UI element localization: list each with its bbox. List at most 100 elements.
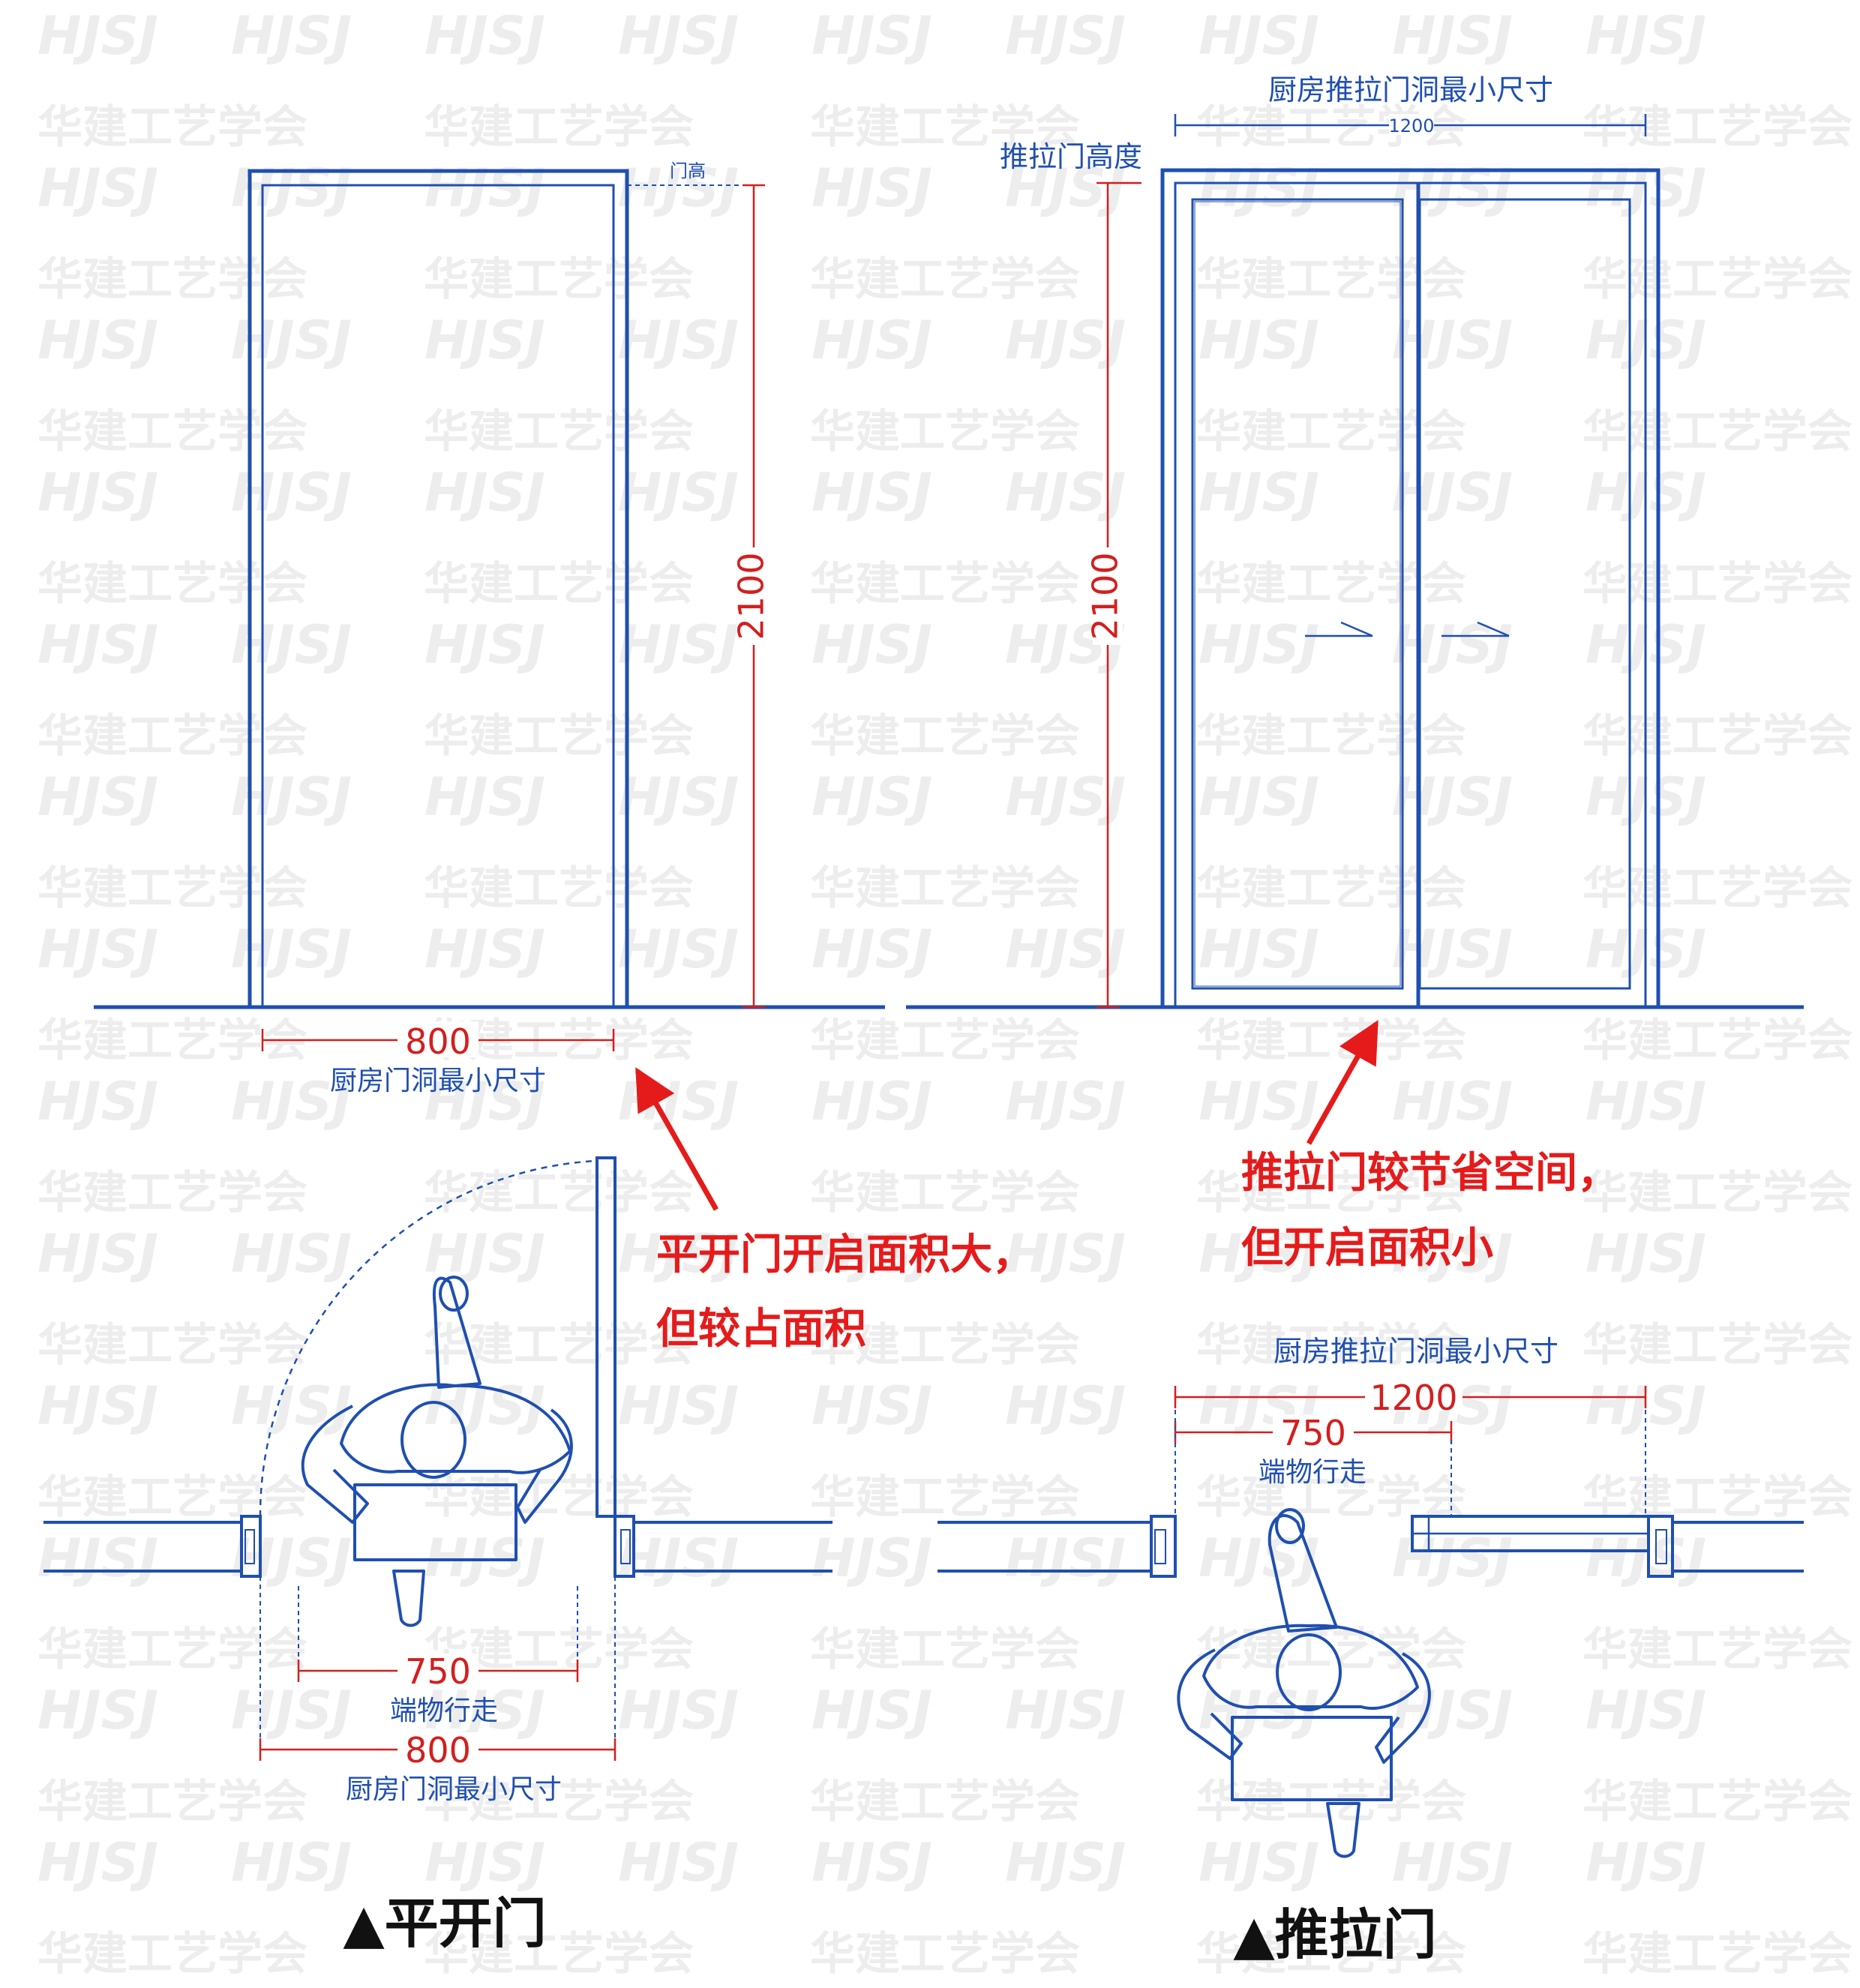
watermark-text: 华建工艺学会: [1196, 1319, 1466, 1372]
watermark-text: 华建工艺学会: [1582, 1776, 1852, 1828]
swing-walk-dim: 750: [405, 1651, 471, 1692]
watermark-text: HJSJ: [38, 614, 158, 676]
watermark-text: HJSJ: [1005, 1680, 1126, 1741]
watermark-text: 华建工艺学会: [424, 253, 694, 306]
watermark-text: HJSJ: [231, 1528, 352, 1589]
person-shoulders: [340, 1383, 572, 1474]
watermark-text: 华建工艺学会: [424, 406, 694, 458]
sliding-top-caption: 厨房推拉门洞最小尺寸: [1268, 73, 1553, 106]
watermark-text: HJSJ: [1005, 1832, 1126, 1894]
watermark-text: HJSJ: [1005, 5, 1126, 67]
door-jamb-inner: [620, 1529, 631, 1564]
watermark-text: HJSJ: [38, 1528, 158, 1589]
watermark-text: HJSJ: [1586, 1680, 1706, 1741]
watermark-text: HJSJ: [38, 157, 158, 219]
watermark-text: HJSJ: [1198, 1071, 1319, 1132]
person-shoulders: [1202, 1624, 1419, 1710]
watermark-text: HJSJ: [618, 614, 739, 676]
watermark-text: HJSJ: [1198, 1223, 1319, 1285]
watermark-text: 华建工艺学会: [38, 1624, 308, 1676]
watermark-text: HJSJ: [618, 919, 739, 980]
swing-width-dim: 800: [405, 1021, 471, 1062]
left-sliding-panel: [1191, 198, 1404, 990]
watermark-text: HJSJ: [618, 1528, 739, 1589]
watermark-text: 华建工艺学会: [1582, 101, 1852, 154]
watermark-text: HJSJ: [1392, 1528, 1513, 1589]
watermark-text: HJSJ: [424, 1071, 545, 1132]
watermark-text: HJSJ: [424, 157, 545, 219]
watermark-text: HJSJ: [1392, 310, 1513, 371]
watermark-text: HJSJ: [618, 157, 739, 219]
sliding-top-dim: 1200: [1388, 115, 1434, 136]
sliding-handle-mark: [1477, 621, 1510, 637]
watermark-text: 华建工艺学会: [38, 406, 308, 458]
watermark-text: 华建工艺学会: [810, 101, 1080, 154]
watermark-text: 华建工艺学会: [38, 862, 308, 915]
watermark-text: HJSJ: [1198, 919, 1319, 980]
person-arm-left: [1177, 1648, 1243, 1760]
sliding-height-dim: 2100: [1085, 552, 1126, 640]
door-jamb-inner: [244, 1529, 255, 1564]
watermark-text: HJSJ: [424, 310, 545, 371]
watermark-text: 华建工艺学会: [810, 1471, 1080, 1524]
watermark-text: HJSJ: [231, 1223, 352, 1285]
sliding-plan-caption: 厨房推拉门洞最小尺寸: [1274, 1335, 1558, 1368]
watermark-text: HJSJ: [231, 1680, 352, 1741]
sliding-walk-dim: 750: [1280, 1413, 1346, 1453]
watermark-text: 华建工艺学会: [810, 1319, 1080, 1372]
watermark-text: HJSJ: [1392, 614, 1513, 676]
watermark-text: 华建工艺学会: [1582, 1167, 1852, 1219]
watermark-text: 华建工艺学会: [810, 710, 1080, 763]
watermark-text: HJSJ: [1586, 1528, 1706, 1589]
swing-door-leaf: [596, 1156, 616, 1518]
watermark-text: HJSJ: [1392, 919, 1513, 980]
watermark-text: HJSJ: [812, 766, 932, 828]
watermark-text: 华建工艺学会: [1582, 253, 1852, 306]
swing-width-caption: 厨房门洞最小尺寸: [330, 1066, 546, 1096]
watermark-text: HJSJ: [812, 157, 932, 219]
dimension-text-bg: [1389, 114, 1434, 135]
watermark-text: 华建工艺学会: [1582, 406, 1852, 458]
watermark-text: 华建工艺学会: [424, 558, 694, 610]
sliding-walk-caption: 端物行走: [1258, 1457, 1366, 1488]
watermark-text: 华建工艺学会: [1196, 1167, 1466, 1219]
door-jamb: [614, 1515, 635, 1578]
swing-walk-caption: 端物行走: [390, 1696, 498, 1726]
sliding-annotation-line1: 推拉门较节省空间，: [1241, 1149, 1619, 1198]
watermark-text: 华建工艺学会: [38, 1776, 308, 1828]
person-arm-right: [516, 1408, 573, 1524]
watermark-text: 华建工艺学会: [810, 1928, 1080, 1981]
watermark-text: 华建工艺学会: [1196, 1928, 1466, 1981]
watermark-text: HJSJ: [1005, 462, 1126, 523]
watermark-text: HJSJ: [1392, 157, 1513, 219]
watermark-text: 华建工艺学会: [424, 1167, 694, 1219]
swing-annotation-line2: 但较占面积: [656, 1305, 866, 1354]
watermark-text: 华建工艺学会: [424, 862, 694, 915]
watermark-text: HJSJ: [424, 766, 545, 828]
door-frame-inner: [1174, 181, 1647, 1007]
watermark-text: HJSJ: [1005, 766, 1126, 828]
watermark-text: HJSJ: [1392, 1071, 1513, 1132]
watermark-text: 华建工艺学会: [38, 253, 308, 306]
door-jamb: [1150, 1515, 1177, 1578]
watermark-text: HJSJ: [812, 310, 932, 371]
sliding-total-dim: 1200: [1370, 1378, 1457, 1418]
watermark-text: 华建工艺学会: [1582, 1928, 1852, 1981]
watermark-text: 华建工艺学会: [810, 862, 1080, 915]
watermark-text: 华建工艺学会: [38, 1319, 308, 1372]
sliding-annotation-arrow: [1306, 1020, 1379, 1145]
watermark-text: HJSJ: [618, 462, 739, 523]
watermark-text: HJSJ: [618, 1223, 739, 1285]
watermark-text: 华建工艺学会: [424, 1776, 694, 1828]
dimension-text-bg: [1273, 1414, 1354, 1447]
watermark-text: HJSJ: [424, 614, 545, 676]
door-jamb-inner: [1655, 1529, 1667, 1564]
watermark-text: HJSJ: [1198, 766, 1319, 828]
person-foot: [392, 1570, 425, 1627]
watermark-text: HJSJ: [1198, 1680, 1319, 1741]
watermark-text: HJSJ: [618, 766, 739, 828]
watermark-text: 华建工艺学会: [810, 406, 1080, 458]
watermark-text: HJSJ: [38, 919, 158, 980]
